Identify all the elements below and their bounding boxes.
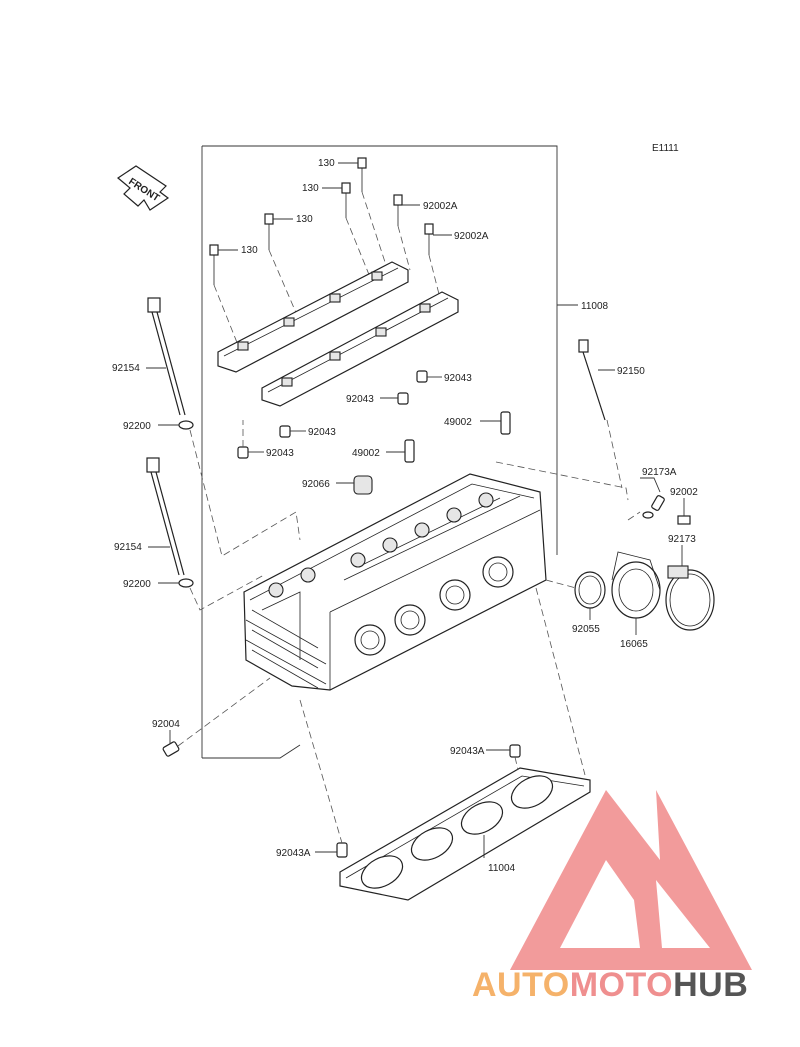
label-92200-2: 92200: [123, 579, 151, 590]
plug-92004: [162, 677, 271, 757]
label-92043-1: 92043: [444, 373, 472, 384]
label-92002a-2: 92002A: [454, 231, 489, 242]
leaders-dowels: [242, 376, 442, 453]
watermark-part-moto: MOTO: [569, 966, 674, 1004]
camshaft-holder-lower: [261, 291, 459, 407]
camshaft-holder-upper: [217, 261, 409, 373]
intake-ports: [354, 556, 514, 656]
head-gasket-11004: [339, 767, 591, 901]
leaders-top: [218, 162, 452, 251]
label-92200-1: 92200: [123, 421, 151, 432]
leaders-left: [146, 367, 301, 611]
label-130-a: 130: [318, 158, 335, 169]
label-92154-1: 92154: [112, 363, 140, 374]
front-arrow-icon: FRONT: [116, 165, 170, 211]
assembly-bracket: [201, 145, 578, 759]
label-49002-2: 49002: [352, 448, 380, 459]
watermark-part-hub: HUB: [673, 966, 749, 1004]
label-11004: 11004: [488, 863, 516, 874]
label-92004: 92004: [152, 719, 180, 730]
clamp-92173: [665, 565, 715, 631]
label-92173: 92173: [668, 534, 696, 545]
intake-holder-16065: [611, 551, 661, 619]
head-bolts-left: [146, 297, 194, 588]
head-fins: [251, 609, 319, 689]
head-bolt-right: [578, 339, 623, 489]
label-130-d: 130: [241, 245, 258, 256]
label-92043a-1: 92043A: [450, 746, 485, 757]
label-92002: 92002: [670, 487, 698, 498]
clamp-screw-parts: [642, 495, 691, 525]
gasket-dowels: [299, 587, 586, 858]
label-49002-1: 49002: [444, 417, 472, 428]
label-92055: 92055: [572, 624, 600, 635]
label-92150: 92150: [617, 366, 645, 377]
leaders-right: [495, 461, 685, 635]
ref-code: E1111: [652, 143, 679, 154]
label-92043-2: 92043: [346, 394, 374, 405]
label-130-b: 130: [302, 183, 319, 194]
bolt-guide-lines: [213, 191, 441, 351]
label-92002a-1: 92002A: [423, 201, 458, 212]
watermark-logo-icon: [510, 790, 752, 970]
part-labels: 130 130 130 130 92002A 92002A 11008 9215…: [112, 158, 698, 874]
valve-lifter-bores: [268, 492, 494, 598]
valve-parts: [336, 411, 511, 495]
label-92066: 92066: [302, 479, 330, 490]
label-11008: 11008: [581, 301, 609, 312]
label-92173a: 92173A: [642, 467, 677, 478]
watermark-text: AUTOMOTOHUB: [472, 966, 748, 1005]
label-92043-3: 92043: [308, 427, 336, 438]
label-130-c: 130: [296, 214, 313, 225]
cylinder-head: [243, 473, 547, 691]
label-92043a-2: 92043A: [276, 848, 311, 859]
intake-gasket-92055: [574, 571, 606, 609]
dowel-pins: [237, 370, 428, 459]
label-92154-2: 92154: [114, 542, 142, 553]
label-16065: 16065: [620, 639, 648, 650]
label-92043-4: 92043: [266, 448, 294, 459]
watermark-part-auto: AUTO: [472, 966, 570, 1004]
